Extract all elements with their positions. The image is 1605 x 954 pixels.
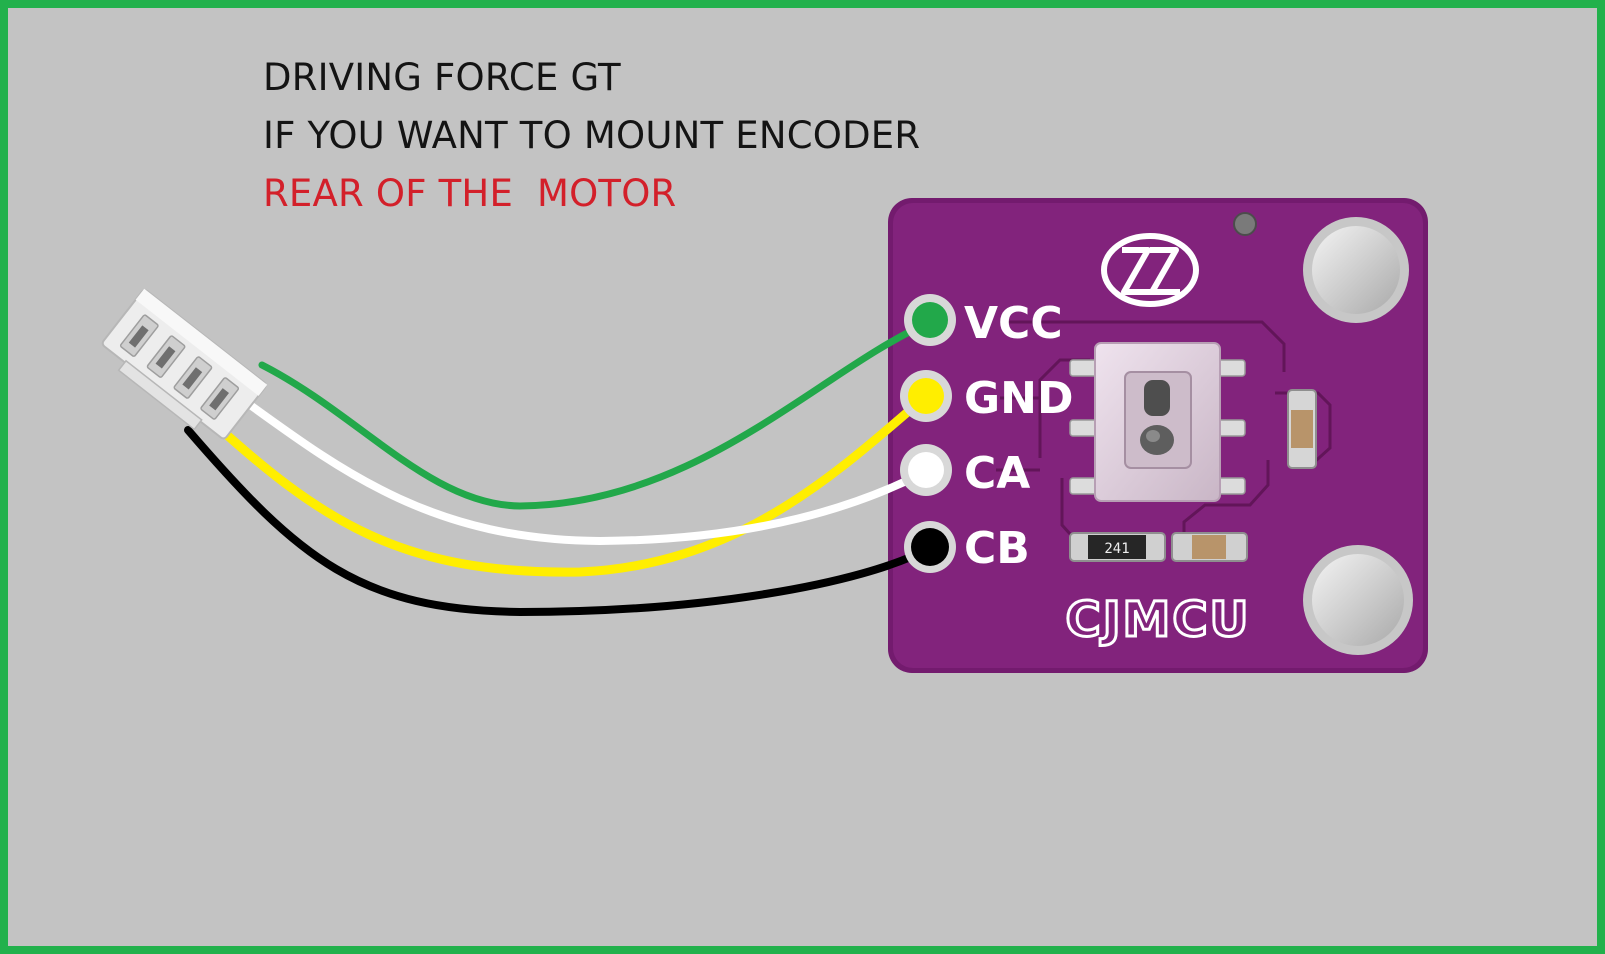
pin-label-cb: CB [964, 523, 1030, 574]
wire-white [231, 390, 929, 546]
pin-pad-vcc [904, 294, 956, 346]
caption-model: DRIVING FORCE GT [263, 56, 621, 99]
wire-green [258, 318, 934, 510]
pin-label-ca: CA [964, 448, 1030, 499]
brand-label: CJMCU [1065, 592, 1250, 648]
pin-label-vcc: VCC [964, 298, 1063, 349]
mounting-hole-bottom [1303, 545, 1413, 655]
optical-sensor [1069, 342, 1246, 502]
mounting-hole-top [1303, 217, 1409, 323]
pin-label-gnd: GND [964, 373, 1073, 424]
pcb-board: 241 VCC GND CA CB CJMCU [888, 198, 1428, 673]
wire-black [184, 426, 934, 617]
caption-location: REAR OF THE MOTOR [263, 172, 677, 215]
caption-instruction: IF YOU WANT TO MOUNT ENCODER [263, 114, 921, 157]
pin-pad-cb [904, 521, 956, 573]
pin-pad-ca [900, 444, 952, 496]
wire-yellow [203, 392, 930, 577]
wiring-scene: 241 VCC GND CA CB CJMCU [101, 198, 1428, 673]
jst-connector [101, 288, 268, 440]
smd-component [1171, 532, 1248, 562]
resistor-marking: 241 [1104, 541, 1129, 557]
wires [184, 318, 934, 617]
capacitor [1287, 389, 1317, 469]
pin-pad-gnd [900, 370, 952, 422]
zz-logo-icon [1101, 233, 1199, 307]
pcb-via [1233, 212, 1257, 236]
resistor: 241 [1069, 532, 1166, 562]
pin-pads [900, 294, 956, 573]
